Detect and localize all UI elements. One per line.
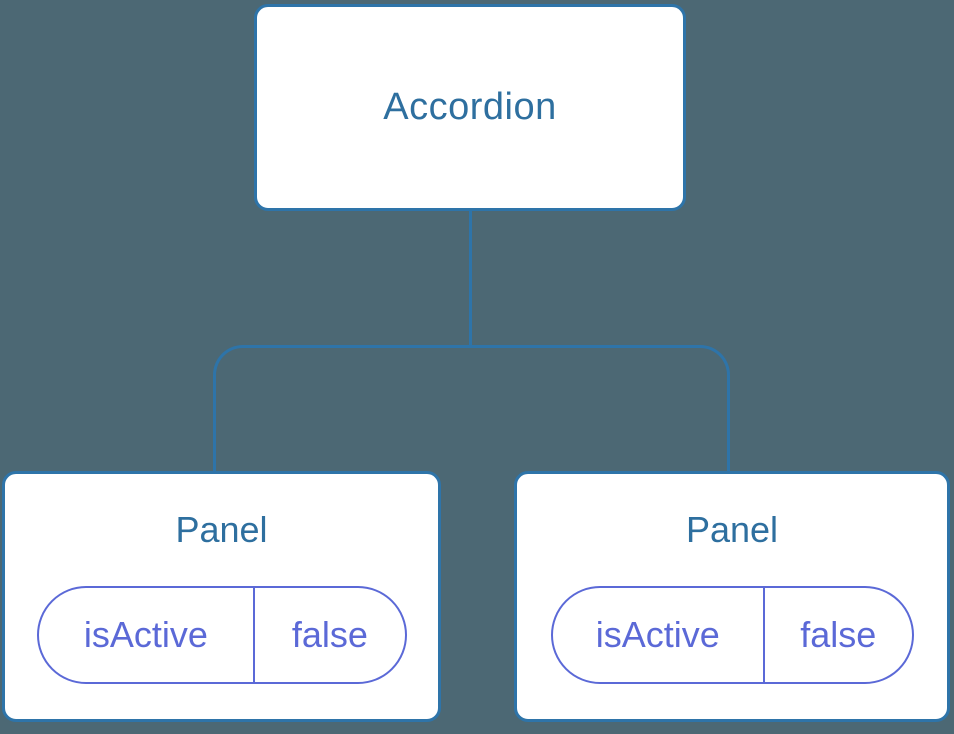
accordion-node: Accordion xyxy=(254,4,686,211)
state-pill: isActive false xyxy=(36,586,407,684)
state-value: false xyxy=(253,588,404,682)
state-value: false xyxy=(763,588,911,682)
state-key: isActive xyxy=(595,614,720,655)
panel-node-left: Panel isActive false xyxy=(2,471,441,722)
state-key: isActive xyxy=(83,614,208,655)
accordion-node-label: Accordion xyxy=(383,86,557,128)
state-pill: isActive false xyxy=(550,586,914,684)
trunk-connector-line xyxy=(469,211,472,347)
panel-node-right: Panel isActive false xyxy=(514,471,950,722)
panel-title: Panel xyxy=(175,509,268,550)
panel-title: Panel xyxy=(685,509,779,550)
branch-bracket-connector xyxy=(213,345,730,471)
